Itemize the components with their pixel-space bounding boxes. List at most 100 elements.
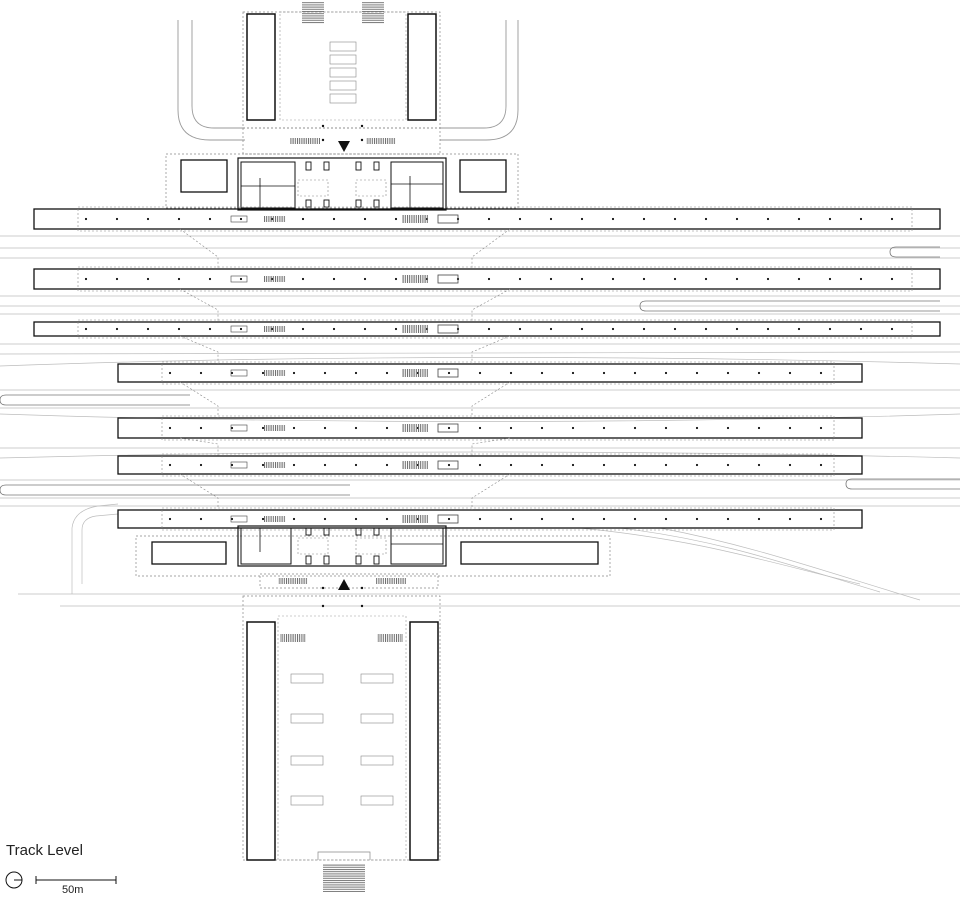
corridor-left	[179, 335, 219, 364]
terminal-loop-track	[845, 478, 960, 490]
platform-canopy	[77, 206, 913, 232]
column-marker	[540, 517, 544, 521]
escalator-box	[437, 324, 459, 334]
column-marker	[766, 327, 770, 331]
column-marker	[146, 277, 150, 281]
column-marker	[642, 217, 646, 221]
stair-hatch	[264, 425, 286, 431]
column-marker	[354, 426, 358, 430]
column-marker	[757, 426, 761, 430]
platform	[117, 363, 863, 383]
column-marker	[385, 463, 389, 467]
platform	[33, 321, 941, 337]
north-station-building	[242, 2, 441, 155]
column-marker	[549, 327, 553, 331]
escalator-hatch	[402, 424, 428, 432]
platform-canopy	[161, 361, 835, 385]
column-marker	[177, 217, 181, 221]
escalator-hatch	[402, 325, 428, 333]
column-marker	[354, 463, 358, 467]
column-marker	[230, 371, 234, 375]
column-marker	[518, 277, 522, 281]
stair-opening	[230, 424, 248, 432]
stair-opening	[230, 369, 248, 377]
column-marker	[726, 463, 730, 467]
column-marker	[292, 371, 296, 375]
column-marker	[859, 217, 863, 221]
platform	[33, 208, 941, 230]
column-marker	[363, 217, 367, 221]
column-marker	[332, 327, 336, 331]
entrance-arrow-down-icon	[338, 141, 350, 152]
corridor-left	[179, 288, 219, 322]
column-marker	[735, 217, 739, 221]
column-marker	[168, 517, 172, 521]
column-marker	[177, 277, 181, 281]
column-marker	[797, 277, 801, 281]
column-marker	[323, 371, 327, 375]
north-arrow-icon	[5, 871, 23, 889]
column-marker	[199, 517, 203, 521]
column-marker	[261, 426, 265, 430]
column-marker	[611, 217, 615, 221]
column-marker	[84, 327, 88, 331]
column-marker	[828, 217, 832, 221]
column-marker	[819, 371, 823, 375]
column-marker	[239, 277, 243, 281]
corridor-right	[471, 437, 511, 456]
column-marker	[332, 277, 336, 281]
column-marker	[354, 517, 358, 521]
column-marker	[704, 277, 708, 281]
escalator-hatch	[402, 275, 428, 283]
column-marker	[673, 277, 677, 281]
column-marker	[301, 217, 305, 221]
column-marker	[323, 463, 327, 467]
column-marker	[478, 517, 482, 521]
column-marker	[199, 463, 203, 467]
platform	[117, 417, 863, 439]
column-marker	[571, 463, 575, 467]
column-marker	[797, 327, 801, 331]
column-marker	[726, 517, 730, 521]
column-marker	[292, 426, 296, 430]
column-marker	[664, 426, 668, 430]
column-marker	[199, 371, 203, 375]
column-marker	[602, 463, 606, 467]
column-marker	[633, 463, 637, 467]
column-marker	[509, 371, 513, 375]
column-marker	[549, 277, 553, 281]
column-marker	[301, 277, 305, 281]
column-marker	[487, 277, 491, 281]
stair-hatch	[264, 276, 286, 282]
column-marker	[735, 277, 739, 281]
column-marker	[695, 426, 699, 430]
terminal-loop-track	[0, 484, 350, 496]
column-marker	[230, 463, 234, 467]
column-marker	[146, 217, 150, 221]
stair-hatch	[264, 326, 286, 332]
column-marker	[571, 517, 575, 521]
stair-opening	[230, 275, 248, 283]
escalator-box	[437, 368, 459, 378]
column-marker	[571, 426, 575, 430]
column-marker	[549, 217, 553, 221]
escalator-hatch	[402, 369, 428, 377]
corridor-left	[179, 381, 219, 418]
platform-canopy	[161, 507, 835, 531]
column-marker	[518, 327, 522, 331]
terminal-loop-track	[889, 246, 940, 258]
column-marker	[642, 277, 646, 281]
column-marker	[859, 277, 863, 281]
escalator-hatch	[402, 515, 428, 523]
stair-hatch	[264, 216, 286, 222]
stair-hatch	[264, 462, 286, 468]
column-marker	[819, 463, 823, 467]
column-marker	[261, 517, 265, 521]
column-marker	[292, 517, 296, 521]
column-marker	[394, 277, 398, 281]
column-marker	[859, 327, 863, 331]
column-marker	[540, 371, 544, 375]
corridor-right	[471, 473, 511, 510]
column-marker	[478, 463, 482, 467]
